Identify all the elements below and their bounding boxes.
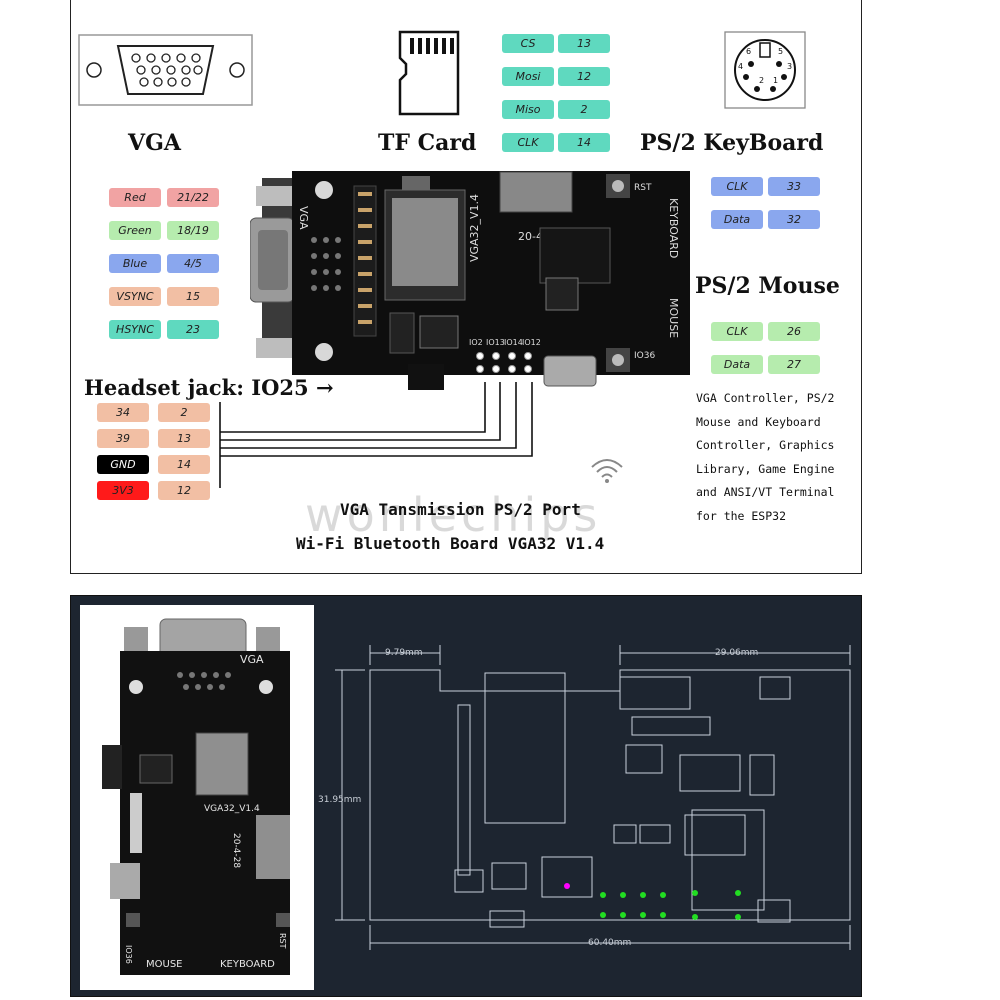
ps2-mouse-heading: PS/2 Mouse [695,273,840,299]
description-line: for the ESP32 [696,508,787,523]
board-rst-label: RST [634,183,652,193]
headset-jack-label: Headset jack: IO25 → [84,375,334,400]
vga-pin-name: Blue [109,254,161,273]
vga-pin-value: 15 [167,287,219,306]
vga-pin-name: VSYNC [109,287,161,306]
dim-top-width: 29.06mm [715,648,759,658]
cad-drawing [335,645,851,950]
board-illustration: VGA VGA32_V1.4 20-4-28 RST IO36 KEYBOARD… [250,171,690,390]
header-pin-right: 14 [158,455,210,474]
title-line-2: Wi-Fi Bluetooth Board VGA32 V1.4 [296,534,605,553]
board-model-label: VGA32_V1.4 [468,194,481,262]
description-line: and ANSI/VT Terminal [696,485,835,499]
ps2-pin-2: 2 [759,76,764,85]
wifi-icon [591,459,623,483]
dim-width: 60.40mm [588,938,632,948]
vga-heading: VGA [128,130,181,156]
tf-pin-name: Mosi [502,67,554,86]
vga-pin-name: HSYNC [109,320,161,339]
header-label-io14: IO14 [504,338,523,347]
photo-keyboard-label: KEYBOARD [220,959,275,970]
board-photo: VGA VGA32_V1.4 20-4-28 IO36 RST MOUSE KE… [102,618,290,975]
ps2-pin-4: 4 [738,62,743,71]
header-label-io2: IO2 [469,338,483,347]
header-pin-left: 3V3 [97,481,149,500]
header-pin-left: 34 [97,403,149,422]
header-pin-right: 12 [158,481,210,500]
description-line: Controller, Graphics [696,438,835,452]
vga-pin-value: 23 [167,320,219,339]
tf-pin-name: CLK [502,133,554,152]
photo-io36-label: IO36 [124,945,133,964]
vga-pin-name: Red [109,188,161,207]
photo-date-label: 20-4-28 [231,833,241,868]
sd-card-icon [398,30,460,116]
tf-pin-name: CS [502,34,554,53]
tf-pin-name: Miso [502,100,554,119]
board-keyboard-label: KEYBOARD [667,198,680,258]
photo-vga-label: VGA [240,653,264,666]
board-mouse-label: MOUSE [667,298,680,338]
tf-pin-value: 12 [558,67,610,86]
tf-pin-value: 13 [558,34,610,53]
mouse-pin-name: Data [711,355,763,374]
tf-pin-value: 14 [558,133,610,152]
mouse-pin-name: CLK [711,322,763,341]
header-pin-right: 13 [158,429,210,448]
board-io36-label: IO36 [634,351,655,361]
mouse-pin-value: 27 [768,355,820,374]
header-label-io12: IO12 [522,338,541,347]
ps2-pin-6: 6 [746,47,751,56]
tf-pin-value: 2 [558,100,610,119]
keyboard-pin-name: Data [711,210,763,229]
header-label-io13: IO13 [486,338,505,347]
vga-pin-name: Green [109,221,161,240]
vga-pin-value: 18/19 [167,221,219,240]
dim-left-offset: 9.79mm [385,648,423,658]
vga-connector-icon [78,34,253,106]
header-pin-right: 2 [158,403,210,422]
header-pin-left: GND [97,455,149,474]
keyboard-pin-value: 32 [768,210,820,229]
ps2-pin-3: 3 [787,62,792,71]
header-wires [219,382,533,488]
watermark: wonlechips [305,488,602,542]
board-vga-label: VGA [297,206,310,230]
description-line: Library, Game Engine [696,461,835,476]
ps2-keyboard-heading: PS/2 KeyBoard [640,130,824,156]
keyboard-pin-value: 33 [768,177,820,196]
ps2-pin-1: 1 [773,76,778,85]
vga-pin-value: 21/22 [167,188,219,207]
photo-rst-label: RST [278,933,287,949]
dim-height: 31.95mm [318,795,362,805]
description-line: VGA Controller, PS/2 [696,391,835,405]
keyboard-pin-name: CLK [711,177,763,196]
description-block: VGA Controller, PS/2 Mouse and Keyboard … [696,387,834,528]
title-line-1: VGA Tansmission PS/2 Port [340,500,581,519]
mouse-pin-value: 26 [768,322,820,341]
ps2-pin-5: 5 [778,47,783,56]
photo-mouse-label: MOUSE [146,959,182,970]
vga-pin-value: 4/5 [167,254,219,273]
header-pin-left: 39 [97,429,149,448]
ps2-connector-icon: 6 5 4 3 2 1 [724,31,806,109]
tf-card-heading: TF Card [378,130,477,156]
description-line: Mouse and Keyboard [696,414,821,429]
photo-model-label: VGA32_V1.4 [204,804,260,814]
